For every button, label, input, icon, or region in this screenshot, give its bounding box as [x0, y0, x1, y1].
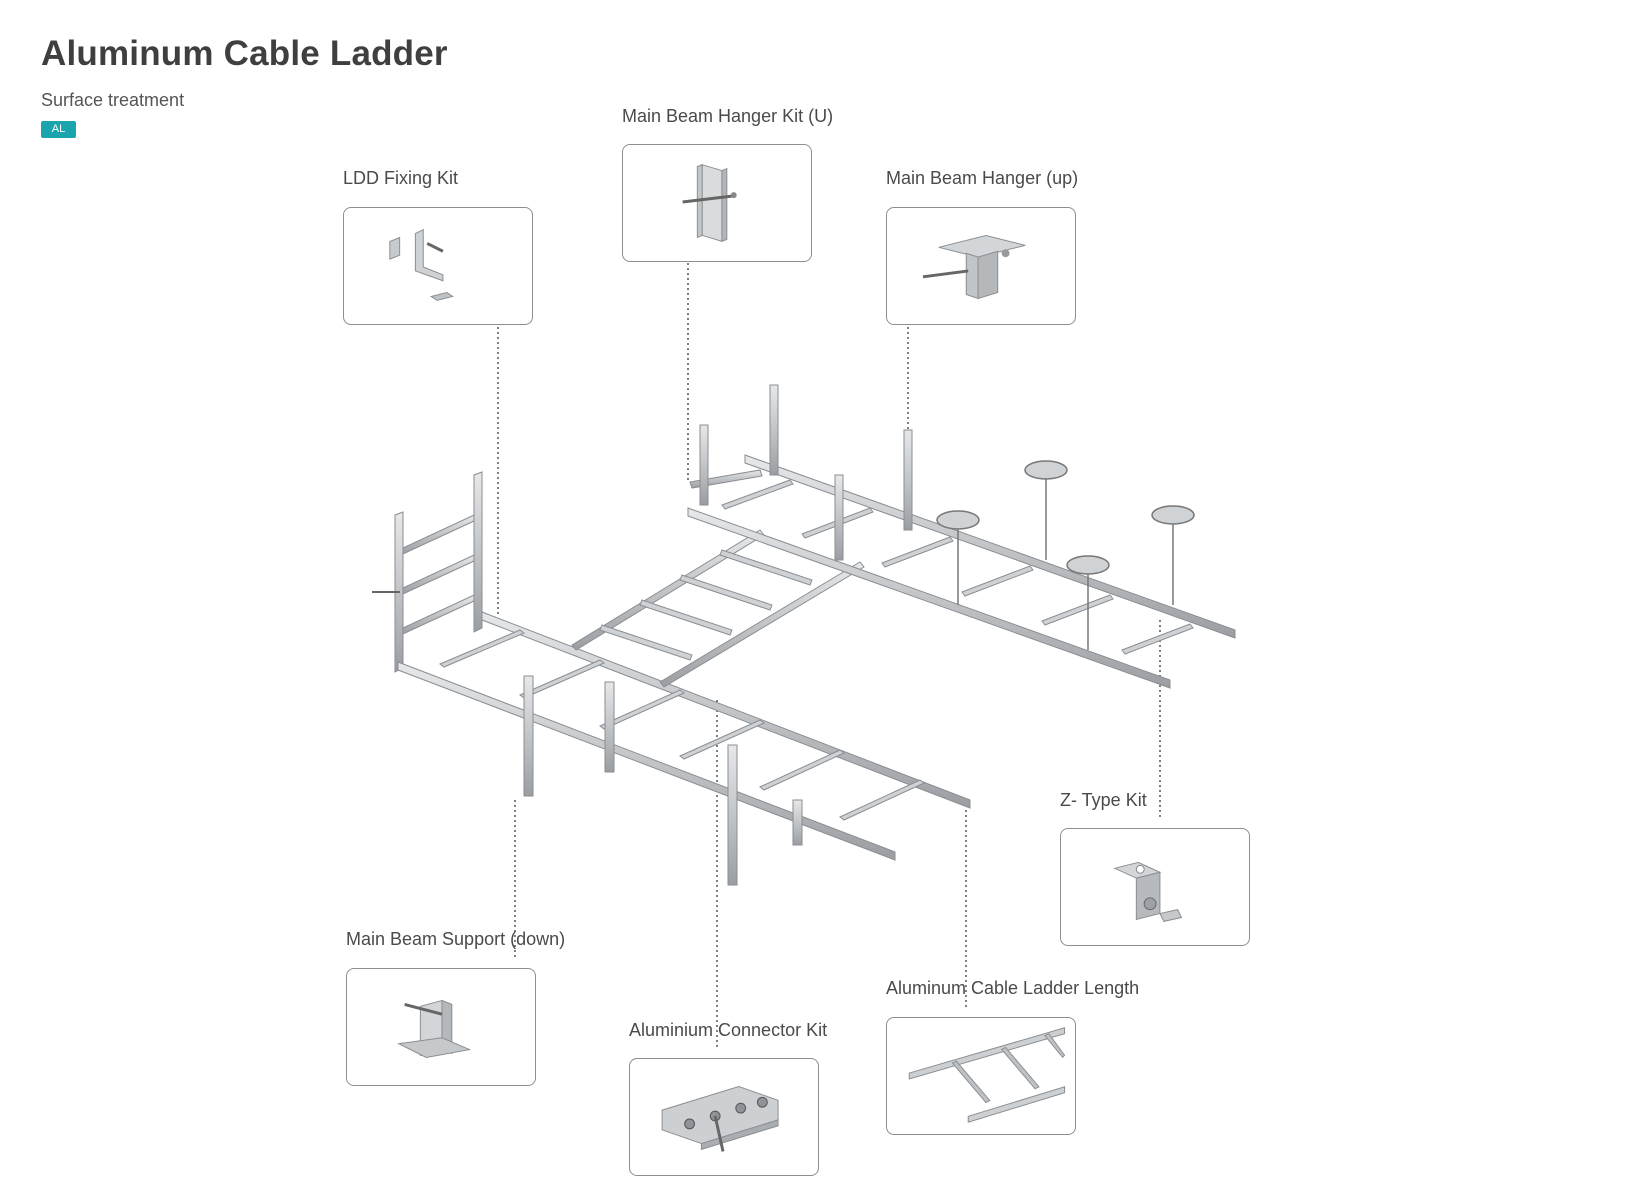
- tee-branch-ladder: [571, 529, 865, 688]
- hanger-up-icon: [922, 235, 1026, 300]
- box-aluminium-connector-kit: [629, 1058, 819, 1176]
- hanger-rods: [699, 384, 913, 561]
- surface-treatment-badge: AL: [41, 121, 76, 138]
- connector-plate-icon: [661, 1086, 779, 1152]
- support-down-icon: [397, 999, 472, 1058]
- ladder-length-icon: [908, 1027, 1066, 1123]
- upper-ladder-run: [687, 454, 1236, 689]
- box-ldd-fixing-kit: [343, 207, 533, 325]
- u-hanger-icon: [682, 163, 737, 243]
- label-ldd-fixing-kit: LDD Fixing Kit: [343, 168, 459, 188]
- label-main-beam-support-down: Main Beam Support (down): [346, 929, 566, 949]
- surface-treatment-label: Surface treatment: [41, 90, 185, 110]
- support-legs: [523, 675, 803, 886]
- box-main-beam-support-down: [346, 968, 536, 1086]
- box-main-beam-hanger-kit-u: [622, 144, 812, 262]
- vertical-ladder-section: [372, 471, 483, 673]
- page-title: Aluminum Cable Ladder: [41, 34, 448, 73]
- main-ladder-run: [397, 611, 971, 861]
- leader-lines: [497, 263, 1161, 1048]
- box-aluminum-cable-ladder-length: [886, 1017, 1076, 1135]
- label-main-beam-hanger-up: Main Beam Hanger (up): [886, 168, 1079, 188]
- threaded-rod-hangers: [936, 460, 1195, 650]
- label-aluminum-cable-ladder-length: Aluminum Cable Ladder Length: [886, 978, 1140, 998]
- z-bracket-icon: [1113, 861, 1183, 922]
- label-main-beam-hanger-kit-u: Main Beam Hanger Kit (U): [622, 106, 834, 126]
- label-z-type-kit: Z- Type Kit: [1060, 790, 1147, 810]
- label-aluminium-connector-kit: Aluminium Connector Kit: [629, 1020, 828, 1040]
- ldd-fixing-icon: [389, 228, 454, 301]
- box-main-beam-hanger-up: [886, 207, 1076, 325]
- box-z-type-kit: [1060, 828, 1250, 946]
